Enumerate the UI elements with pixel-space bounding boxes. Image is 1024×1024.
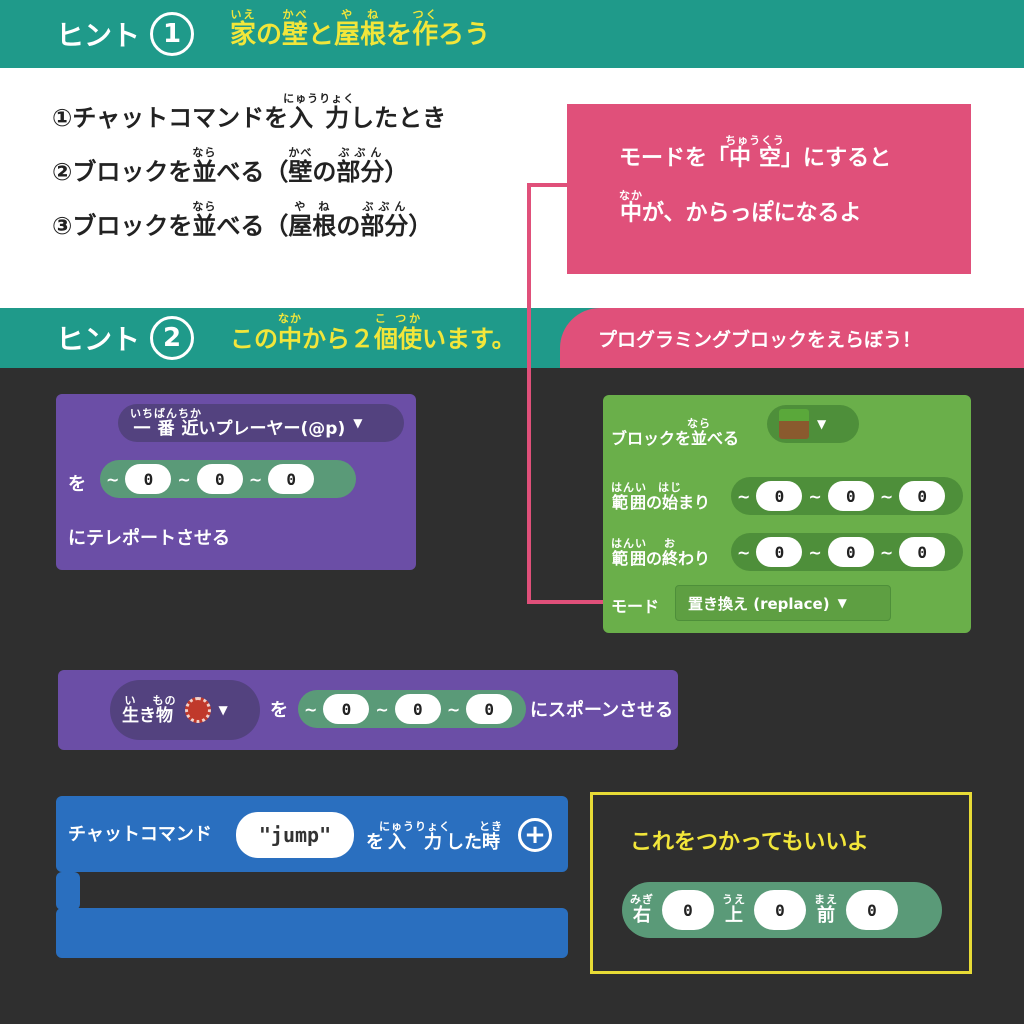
chevron-down-icon: ▼ [218,703,228,717]
callout-connector-vertical [527,183,531,603]
command-input[interactable]: "jump" [236,812,354,858]
fill-end-position: ~0 ~0 ~0 [731,533,963,571]
grass-block-icon [779,409,809,439]
hint1-number: 1 [150,12,195,56]
step-1: ①チャットコマンドを入力にゅうりょくしたとき [52,92,447,132]
optional-block-box [590,792,972,974]
chat-block-bottom [56,908,568,958]
fill-start-position: ~0 ~0 ~0 [731,477,963,515]
forward-value[interactable]: 0 [846,890,898,930]
callout-connector-top [527,183,567,187]
optional-title: これをつかってもいいよ [630,830,869,855]
teleport-x[interactable]: 0 [125,464,172,494]
chevron-down-icon: ▼ [817,417,827,431]
teleport-block[interactable]: 一番近いちばんちかいプレーヤー(@p) ▼ を ~0 ~0 ~0 にテレポートさ… [56,394,416,570]
hint1-heading: ヒント 1 [56,12,195,56]
teleport-position: ~0 ~0 ~0 [100,460,356,498]
hint2-title: この中なかから２個使こ つかいます。 [230,312,516,353]
target-dropdown[interactable]: 一番近いちばんちかいプレーヤー(@p) ▼ [118,404,404,442]
spawn-block[interactable]: 生いき物もの ▼ を ~0 ~0 ~0 にスポーンさせる [58,670,678,750]
fill-block[interactable]: ブロックを並ならべる ▼ 範囲はんいの始はじまり ~0 ~0 ~0 範囲はんいの… [603,395,971,633]
chevron-down-icon: ▼ [353,416,363,430]
teleport-y[interactable]: 0 [196,464,243,494]
right-value[interactable]: 0 [662,890,714,930]
chat-command-block[interactable]: チャットコマンド "jump" を入力にゅうりょくした時とき + [56,796,568,872]
mode-callout: モードを「中空ちゅうくう」にすると 中なかが、からっぽになるよ [567,104,971,274]
spawn-egg-icon [184,697,211,723]
teleport-z[interactable]: 0 [268,464,315,494]
relative-position-block[interactable]: 右みぎ 0 上うえ 0 前まえ 0 [622,882,942,938]
step-2: ②ブロックを並ならべる（壁かべの部分ぶぶん） [52,146,409,186]
hint2-heading: ヒント 2 [56,316,195,360]
add-icon[interactable]: + [518,818,552,852]
choose-blocks-banner: プログラミングブロックをえらぼう！ [560,308,1024,368]
chat-block-arm [56,872,80,910]
mode-dropdown[interactable]: 置き換え (replace) ▼ [675,585,891,621]
hint1-label: ヒント [56,19,141,52]
mob-dropdown[interactable]: 生いき物もの ▼ [110,680,260,740]
hint1-title: 家いえの壁かべと屋根やねを作つくろう [230,8,491,50]
block-type-dropdown[interactable]: ▼ [767,405,859,443]
chevron-down-icon: ▼ [837,596,847,610]
callout-connector-bottom [527,600,607,604]
up-value[interactable]: 0 [754,890,806,930]
step-3: ③ブロックを並ならべる（屋根やねの部分ぶぶん） [52,200,433,240]
spawn-position: ~0 ~0 ~0 [298,690,526,728]
